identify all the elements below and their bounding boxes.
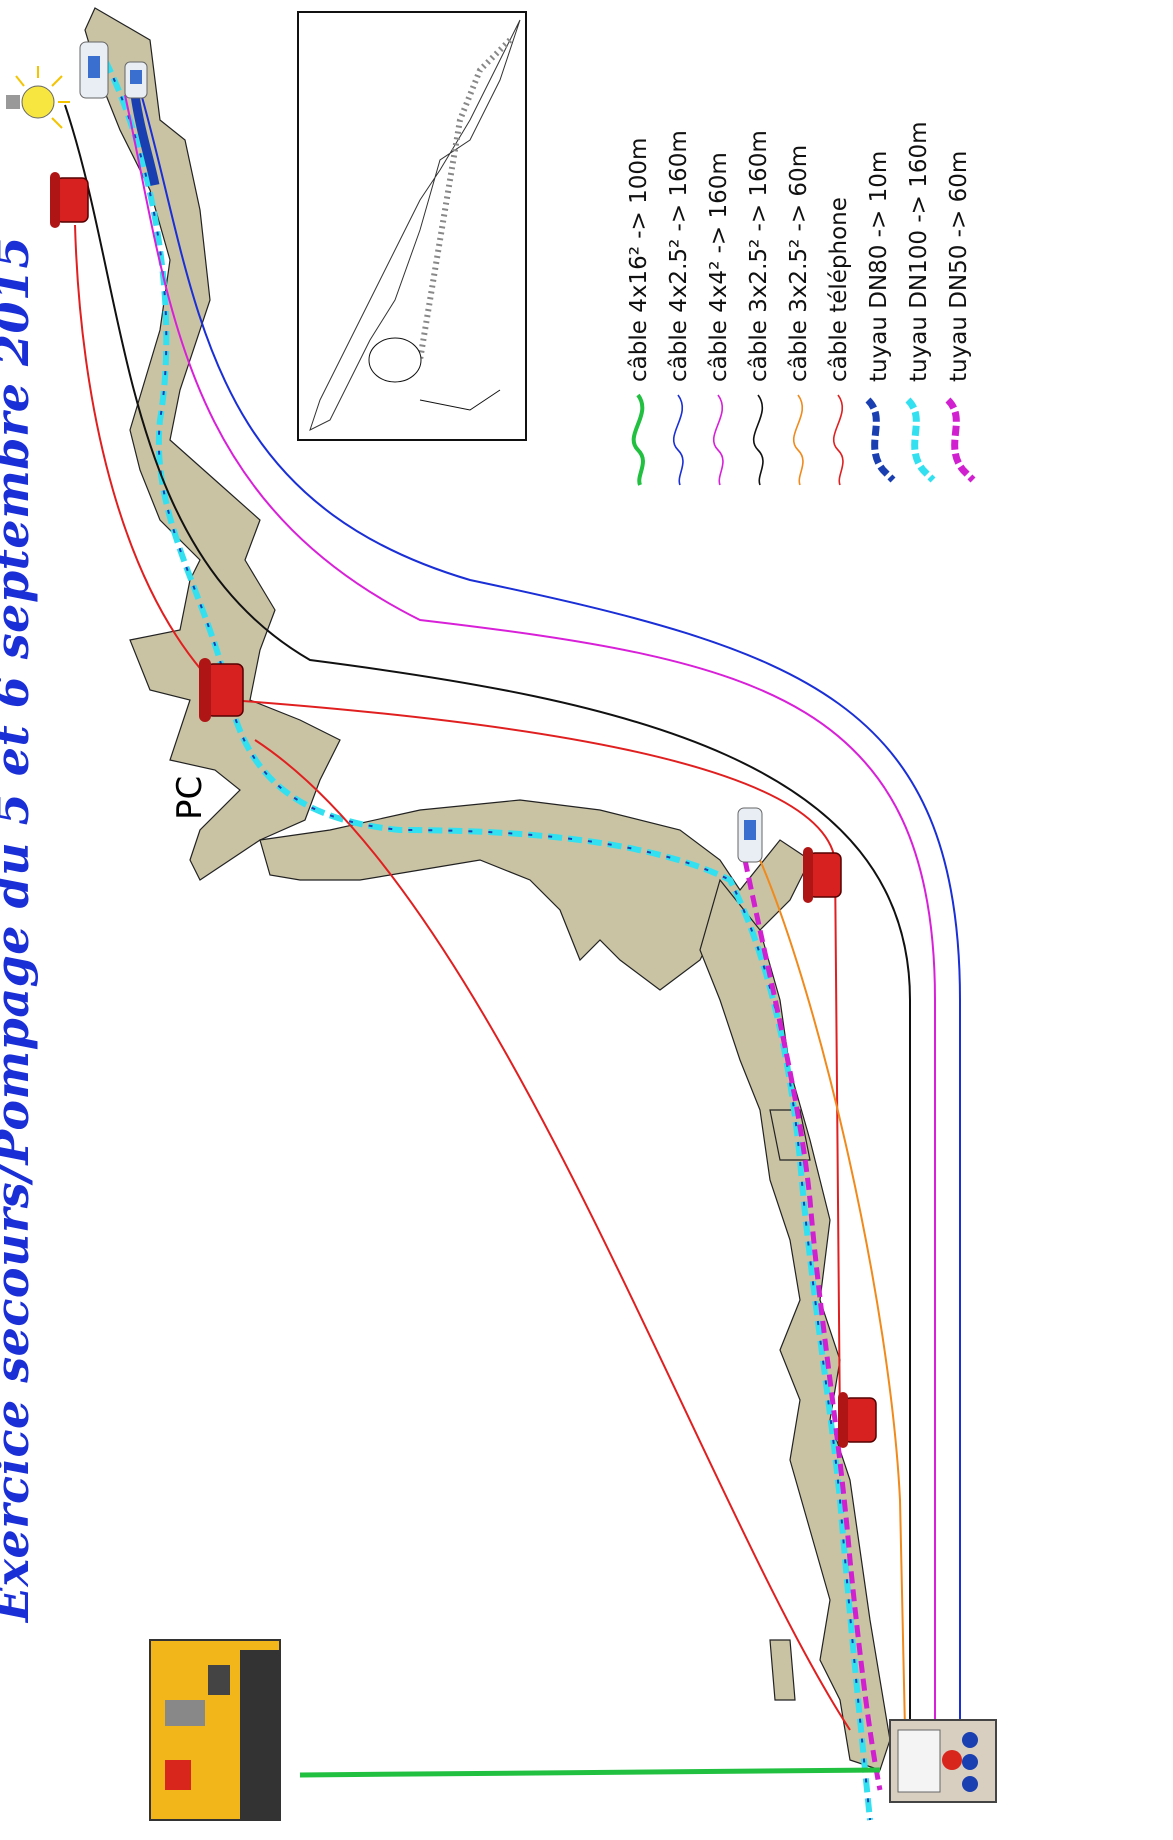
legend-label: tuyau DN100 -> 160m: [902, 122, 936, 382]
legend-item: tuyau DN80 -> 10m: [858, 120, 898, 520]
legend-item: câble 4x16² -> 100m: [618, 120, 658, 520]
legend-item: tuyau DN100 -> 160m: [898, 120, 938, 520]
legend-item: câble 3x2.5² -> 60m: [778, 120, 818, 520]
lightbulb-icon: [6, 66, 70, 128]
legend-swatch: [618, 390, 658, 490]
legend-swatch: [818, 390, 858, 490]
legend-label: câble 4x2.5² -> 160m: [662, 122, 696, 382]
legend-label: tuyau DN50 -> 60m: [942, 122, 976, 382]
phone-icon: [199, 658, 243, 722]
cartoon-inset: [298, 12, 526, 440]
legend-swatch: [698, 390, 738, 490]
legend-swatch: [658, 390, 698, 490]
legend-label: câble 3x2.5² -> 160m: [742, 122, 776, 382]
legend-item: tuyau DN50 -> 60m: [938, 120, 978, 520]
phone-icon: [838, 1392, 876, 1448]
legend-item: câble 4x4² -> 160m: [698, 120, 738, 520]
legend-label: tuyau DN80 -> 10m: [862, 122, 896, 382]
legend-label: câble téléphone: [822, 122, 856, 382]
legend-item: câble téléphone: [818, 120, 858, 520]
generator-icon: [150, 1640, 280, 1820]
pump-icon: [80, 42, 108, 98]
pump-icon: [738, 808, 762, 862]
legend-label: câble 3x2.5² -> 60m: [782, 122, 816, 382]
legend-swatch: [778, 390, 818, 490]
pc-label: PC: [170, 760, 210, 820]
phone-icon: [50, 172, 88, 228]
phone-icon: [803, 847, 841, 903]
electrical-box-icon: [890, 1720, 996, 1802]
legend-swatch: [738, 390, 778, 490]
pump-icon: [125, 62, 147, 98]
legend-label: câble 4x16² -> 100m: [622, 122, 656, 382]
legend-swatch: [938, 390, 978, 490]
cable-green: [300, 1770, 880, 1775]
legend-item: câble 3x2.5² -> 160m: [738, 120, 778, 520]
legend-swatch: [898, 390, 938, 490]
legend-label: câble 4x4² -> 160m: [702, 122, 736, 382]
legend-swatch: [858, 390, 898, 490]
legend-item: câble 4x2.5² -> 160m: [658, 120, 698, 520]
